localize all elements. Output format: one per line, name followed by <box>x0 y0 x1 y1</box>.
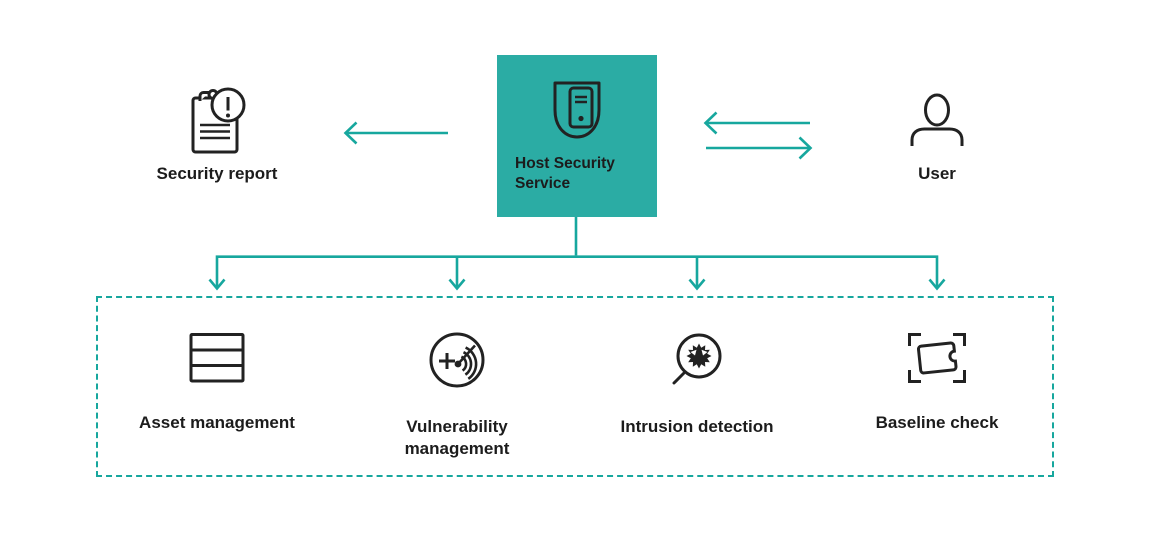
arrow-hss-to-report <box>343 121 448 145</box>
user-label: User <box>918 164 956 183</box>
service-asset-management: Asset management <box>97 330 337 434</box>
baseline-frame-icon <box>817 330 1057 386</box>
arrow-hss-to-user <box>706 136 813 160</box>
security-report-node: Security report <box>137 85 297 185</box>
asset-management-label: Asset management <box>139 413 295 432</box>
intrusion-detection-label: Intrusion detection <box>620 417 774 436</box>
vulnerability-management-label: Vulnerability management <box>404 417 510 458</box>
shield-server-icon <box>551 79 603 141</box>
service-intrusion-detection: Intrusion detection <box>577 330 817 438</box>
user-node: User <box>857 87 1017 185</box>
service-baseline-check: Baseline check <box>817 330 1057 434</box>
host-security-service-label: Host Security Service <box>515 155 615 192</box>
report-alert-icon <box>137 85 297 155</box>
services-group-container <box>96 296 1054 477</box>
arrow-user-to-hss <box>703 111 810 135</box>
asset-stack-icon <box>97 330 337 386</box>
arrow-tree-hss-to-services <box>208 217 946 291</box>
host-security-service-node: Host Security Service <box>497 55 657 217</box>
user-icon <box>857 87 1017 147</box>
baseline-check-label: Baseline check <box>875 413 999 432</box>
security-report-label: Security report <box>156 164 278 183</box>
vulnerability-scan-icon <box>337 330 577 390</box>
intrusion-magnifier-icon <box>577 330 817 390</box>
service-vulnerability-management: Vulnerability management <box>337 330 577 460</box>
